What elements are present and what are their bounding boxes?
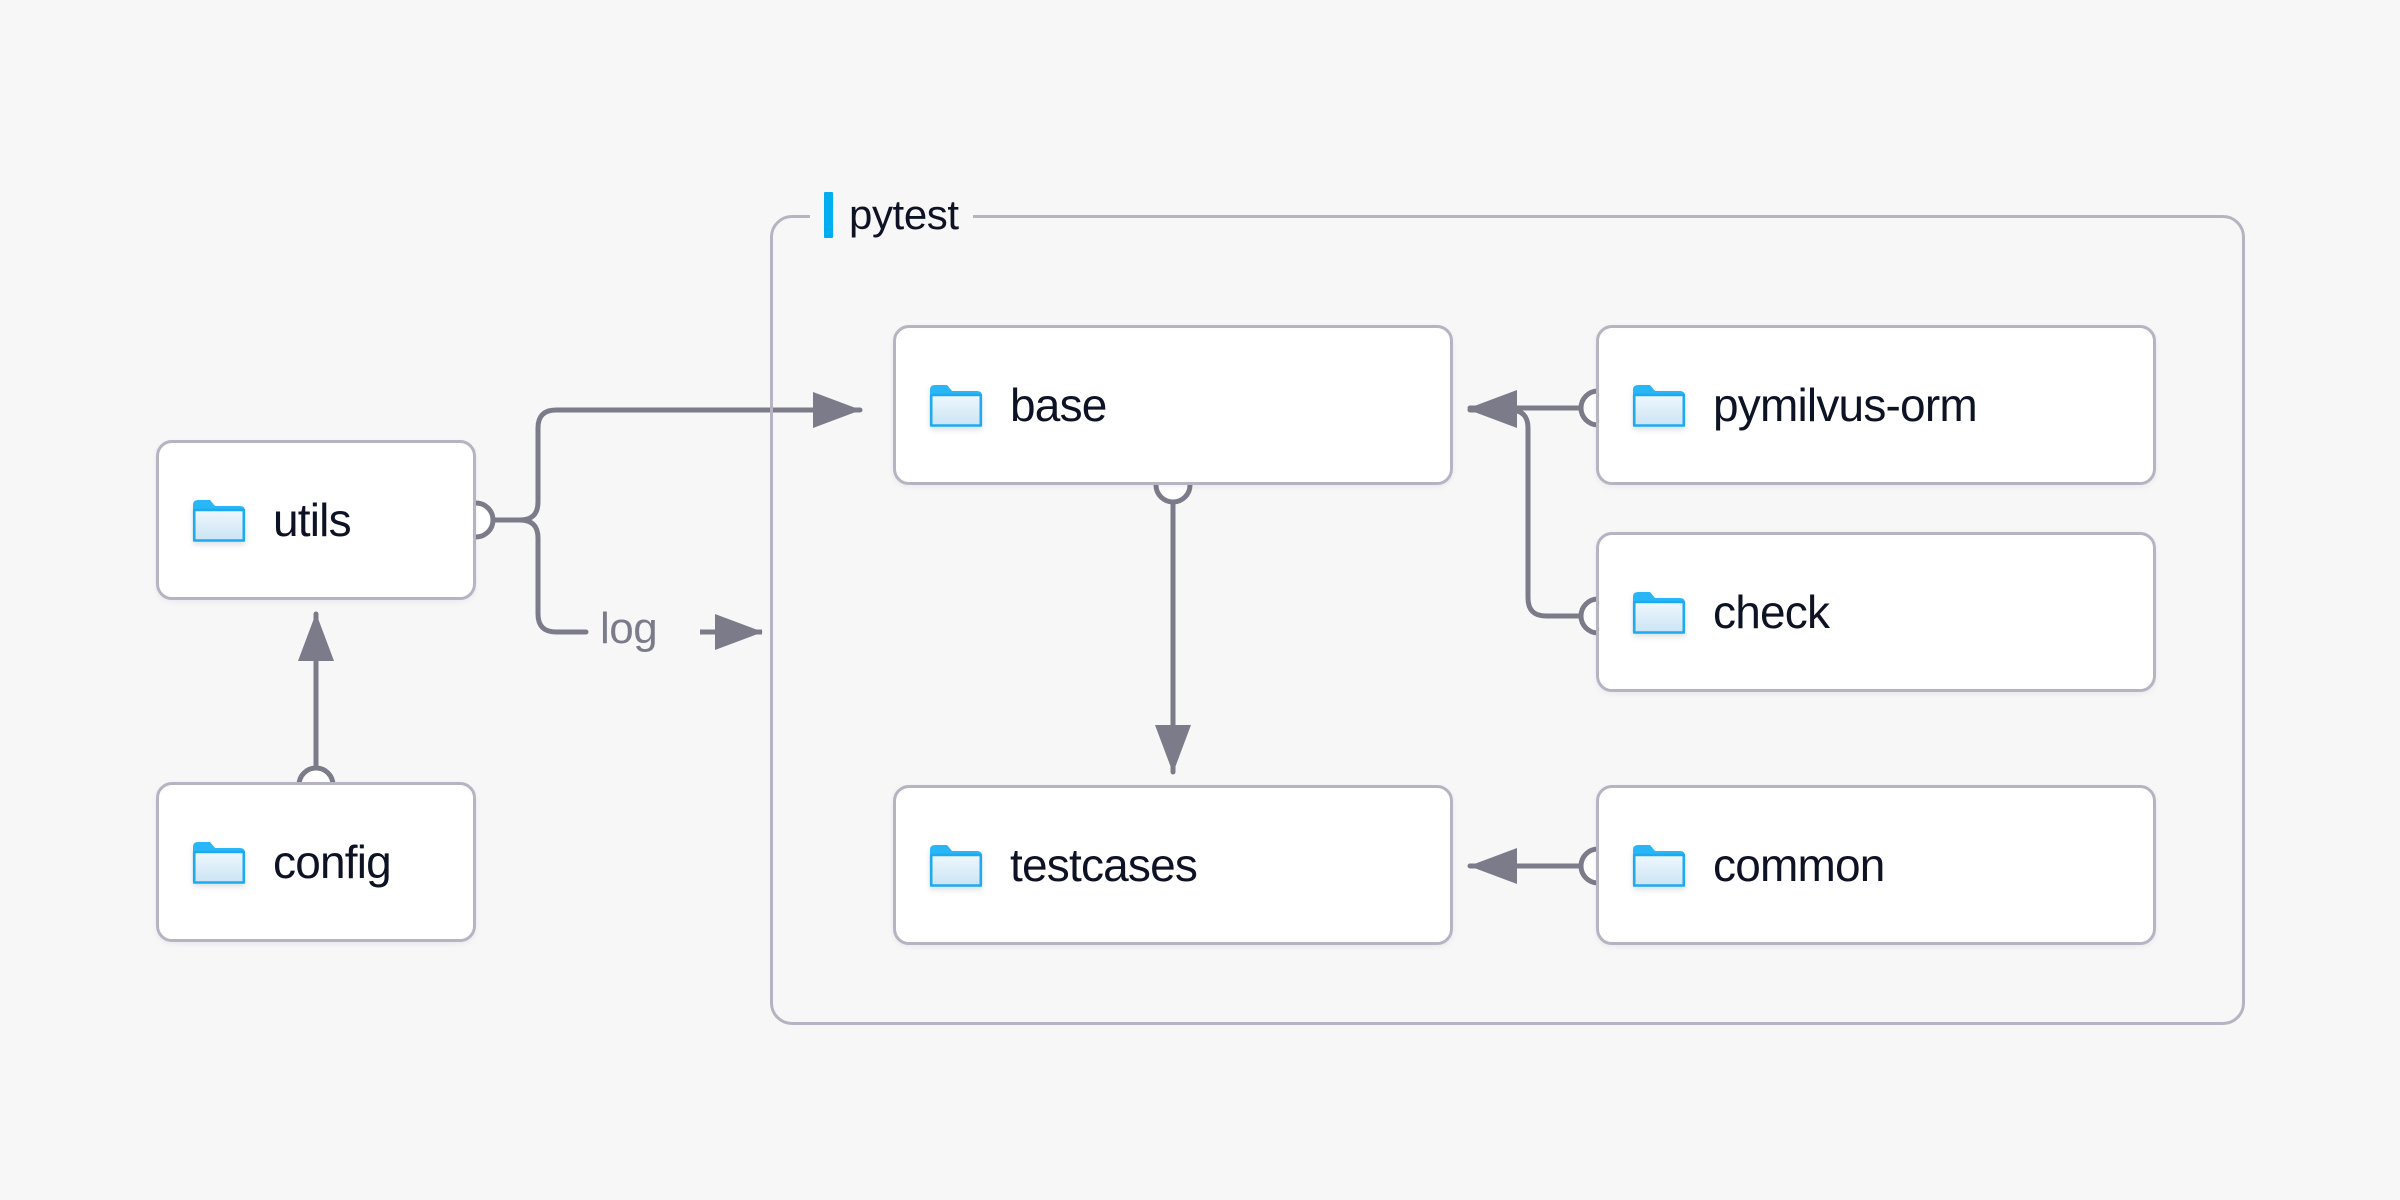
folder-icon <box>192 842 246 884</box>
group-pytest-title: pytest <box>810 188 973 242</box>
node-common-label: common <box>1713 839 1885 891</box>
node-config[interactable]: config <box>156 782 476 942</box>
group-pytest[interactable] <box>770 215 2245 1025</box>
folder-icon <box>1632 385 1686 427</box>
folder-icon <box>929 845 983 887</box>
node-pymilvus-orm-label: pymilvus-orm <box>1713 379 1978 431</box>
node-base[interactable]: base <box>893 325 1453 485</box>
folder-icon <box>192 500 246 542</box>
node-pymilvus-orm[interactable]: pymilvus-orm <box>1596 325 2156 485</box>
node-common[interactable]: common <box>1596 785 2156 945</box>
node-utils-label: utils <box>273 494 352 546</box>
group-pytest-label: pytest <box>849 191 959 238</box>
accent-bar-icon <box>824 192 833 238</box>
node-base-label: base <box>1010 379 1107 431</box>
edge-label-log: log <box>600 604 658 653</box>
node-testcases-label: testcases <box>1010 839 1198 891</box>
node-utils[interactable]: utils <box>156 440 476 600</box>
folder-icon <box>1632 845 1686 887</box>
folder-icon <box>1632 592 1686 634</box>
folder-icon <box>929 385 983 427</box>
node-testcases[interactable]: testcases <box>893 785 1453 945</box>
node-check-label: check <box>1713 586 1830 638</box>
node-config-label: config <box>273 836 392 888</box>
node-check[interactable]: check <box>1596 532 2156 692</box>
